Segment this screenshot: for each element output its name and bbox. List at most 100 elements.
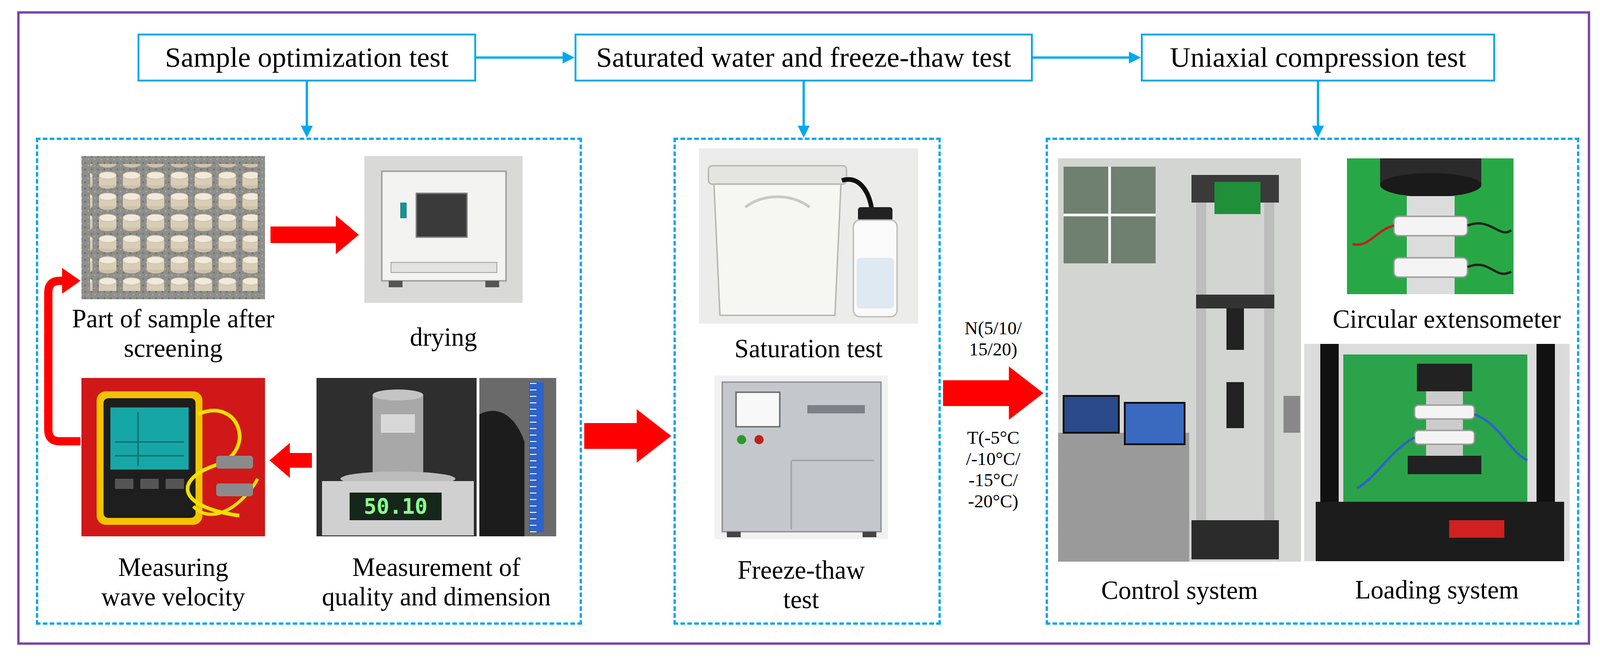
- photo-caption: Measurement of quality and dimension: [317, 552, 555, 612]
- photo-panel: Part of sample after screening: [81, 155, 265, 300]
- sample-grid: [90, 163, 258, 291]
- arrow-head: [62, 267, 81, 294]
- flow-arrow: [476, 56, 563, 59]
- photo-caption: Measuring wave velocity: [95, 552, 252, 612]
- machine-door: [791, 460, 875, 530]
- oven-foot: [485, 280, 500, 288]
- column: [1196, 202, 1207, 525]
- photo-panel: Freeze-thaw test: [714, 375, 888, 539]
- transducer: [216, 483, 254, 496]
- crosshead: [1196, 294, 1275, 309]
- column: [1264, 202, 1275, 525]
- specimen-tag: [380, 414, 415, 433]
- display-reading: 50.10: [349, 492, 442, 520]
- photo-caption: Part of sample after screening: [53, 303, 294, 363]
- balance-display: [349, 492, 442, 520]
- humidifier-water: [856, 257, 894, 309]
- screen-grid: [115, 411, 185, 466]
- device-button: [140, 478, 159, 489]
- stage-group: Saturation testFreeze-thaw test: [673, 137, 941, 625]
- machine-screen: [736, 391, 780, 427]
- arrow-head: [300, 125, 313, 138]
- box-label: Uniaxial compression test: [1169, 40, 1467, 74]
- laptop-screen: [1063, 395, 1119, 433]
- process-box: Saturated water and freeze-thaw test: [574, 33, 1033, 82]
- wave-meter-photo: [81, 377, 265, 536]
- sensor-wire: [1467, 223, 1512, 274]
- grip: [1226, 381, 1244, 428]
- edge-label: N(5/10/15/20): [962, 317, 1024, 360]
- oven-foot: [388, 280, 403, 288]
- photo-caption: Control system: [1064, 575, 1295, 605]
- flow-arrow: [802, 81, 806, 126]
- photo-ground: [714, 375, 888, 539]
- stage-group: Part of sample after screening dryingMeas…: [35, 137, 582, 625]
- machine-base: [1315, 501, 1565, 561]
- block-arrow: [270, 215, 359, 254]
- oven-window: [416, 193, 467, 237]
- container-lid: [708, 165, 847, 185]
- machine-foot: [726, 531, 741, 537]
- oven-handle: [400, 202, 407, 219]
- extensometer-photo: [1346, 158, 1514, 294]
- stage-group: Control systemCircular extensometerLoadi…: [1045, 137, 1580, 625]
- specimen: [372, 394, 424, 478]
- device-body: [103, 397, 196, 518]
- specimen: [1426, 391, 1463, 456]
- cabinet: [1283, 395, 1301, 433]
- water-tube: [841, 179, 872, 210]
- sensor-wire: [1357, 414, 1528, 488]
- oven-photo: [364, 155, 523, 303]
- saturation-photo: [698, 148, 919, 324]
- photo-caption: Freeze-thaw test: [723, 554, 880, 615]
- upper-platen: [1416, 363, 1473, 392]
- specimen-top: [372, 389, 424, 401]
- photo-ground: [1058, 158, 1301, 562]
- photo-ground: [479, 377, 557, 536]
- humidifier-body: [853, 219, 898, 317]
- machine-body: [722, 381, 881, 532]
- green-panel: [1214, 181, 1261, 214]
- process-box: Uniaxial compression test: [1140, 33, 1496, 82]
- upper-platen: [1380, 172, 1482, 197]
- laptop-screen: [1124, 402, 1185, 444]
- arrow-head: [797, 125, 810, 138]
- process-box: Sample optimization test: [137, 33, 477, 82]
- block-arrow: [269, 442, 312, 478]
- device-button: [115, 478, 134, 489]
- photo-panel: drying: [364, 155, 523, 303]
- arrow-head: [562, 51, 575, 64]
- machine-foot: [862, 531, 877, 537]
- device-screen: [110, 407, 189, 470]
- sample-photo: [81, 155, 265, 300]
- lower-platen: [1407, 455, 1482, 474]
- extensometer-ring: [1393, 216, 1468, 236]
- balance-body: [322, 480, 474, 536]
- sensor-wire: [1352, 225, 1394, 245]
- window-frame: [1063, 166, 1156, 264]
- device-button: [165, 478, 185, 489]
- photo-ground: [316, 377, 477, 536]
- container-handle: [745, 196, 810, 208]
- oven-body: [381, 171, 507, 281]
- machine-button: [736, 434, 747, 444]
- oven-panel: [391, 262, 497, 273]
- photo-caption: Saturation test: [679, 333, 938, 363]
- grip: [1226, 308, 1244, 350]
- extensometer-ring: [1414, 404, 1475, 419]
- logo-strip: [1449, 519, 1505, 538]
- photo-panel: Saturation test: [698, 148, 919, 324]
- measurement-photo: [316, 377, 557, 536]
- photo-ground: [1346, 158, 1514, 294]
- photo-panel: Control system: [1058, 158, 1301, 562]
- machine-plate: [807, 404, 865, 414]
- photo-panel: Loading system: [1304, 343, 1570, 561]
- photo-caption: Loading system: [1312, 574, 1562, 605]
- container-body: [713, 184, 841, 316]
- outer-frame: [18, 12, 1589, 644]
- glove: [479, 410, 525, 537]
- window: [1063, 166, 1156, 264]
- flow-arrow: [1032, 56, 1129, 59]
- photo-ground: [698, 148, 919, 324]
